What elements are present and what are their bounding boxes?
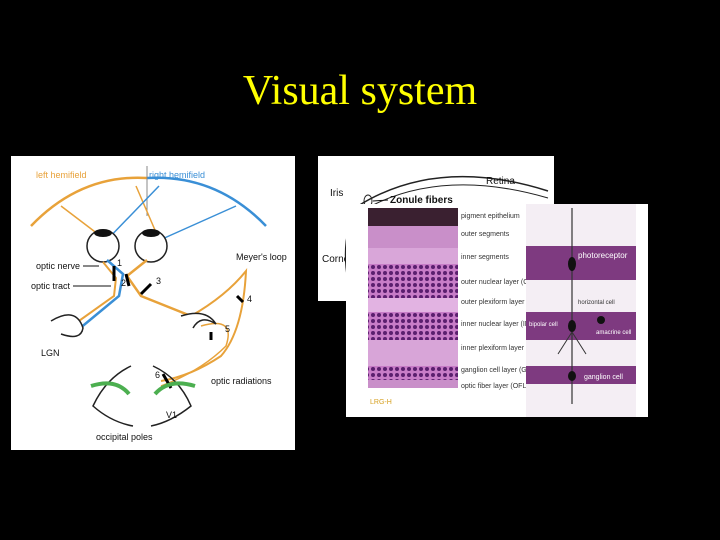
cell-label: photoreceptor <box>578 251 628 260</box>
iris-label: Iris <box>330 188 343 199</box>
layer-label: inner plexiform layer (IPL) <box>461 345 541 352</box>
left-eye <box>86 229 120 263</box>
left-hemifield-arc <box>30 176 148 227</box>
layer-label: optic fiber layer (OFL) <box>461 383 529 390</box>
optic-radiations-label: optic radiations <box>211 376 272 386</box>
number-4: 4 <box>247 294 252 304</box>
cornea-label: Cornea <box>322 254 355 265</box>
layer-label: outer plexiform layer (OPL) <box>461 299 545 306</box>
slide-title: Visual system <box>242 68 478 114</box>
zonule-fibers-label: Zonule fibers <box>390 195 453 206</box>
cell-label: bipolar cell <box>529 322 558 328</box>
retina-layers-figure: LRG-H pigment epithelium outer segments … <box>346 204 648 417</box>
number-5: 5 <box>225 324 230 334</box>
right-eye <box>134 229 168 263</box>
visual-pathway-diagram: left hemifield right hemifield 1 2 3 <box>11 156 295 450</box>
histology-image <box>368 208 458 388</box>
number-2: 2 <box>121 278 126 288</box>
v1-label: V1 <box>166 410 177 420</box>
layer-label: outer segments <box>461 231 510 238</box>
layer-label: outer nuclear layer (ONL) <box>461 279 540 286</box>
number-1: 1 <box>117 258 122 268</box>
lgn-label: LGN <box>41 348 60 358</box>
retina-label: Retina <box>486 176 515 187</box>
left-hemifield-label: left hemifield <box>36 170 87 180</box>
number-6: 6 <box>155 370 160 380</box>
meyers-loop-label: Meyer's loop <box>236 252 287 262</box>
occipital-poles-label: occipital poles <box>96 432 153 442</box>
retina-arc <box>357 175 549 207</box>
cell-label: ganglion cell <box>584 374 623 381</box>
right-hemifield-label: right hemifield <box>149 170 205 180</box>
cell-label: horizontal cell <box>578 300 615 306</box>
occipital-left <box>92 365 134 427</box>
number-3: 3 <box>156 276 161 286</box>
layer-label: pigment epithelium <box>461 213 520 220</box>
lgn-right <box>180 312 217 329</box>
layer-label: inner nuclear layer (INL) <box>461 321 536 328</box>
layer-label: inner segments <box>461 254 509 261</box>
scale-label: LRG-H <box>370 399 392 406</box>
right-hemifield-arc <box>146 176 267 227</box>
cell-label: amacrine cell <box>596 330 631 336</box>
optic-nerve-label: optic nerve <box>36 261 80 271</box>
layer-label: ganglion cell layer (GCL) <box>461 367 538 374</box>
cell-schematic <box>526 204 636 417</box>
occipital-right <box>150 365 192 427</box>
optic-tract-label: optic tract <box>31 281 71 291</box>
lgn-left <box>50 314 84 338</box>
